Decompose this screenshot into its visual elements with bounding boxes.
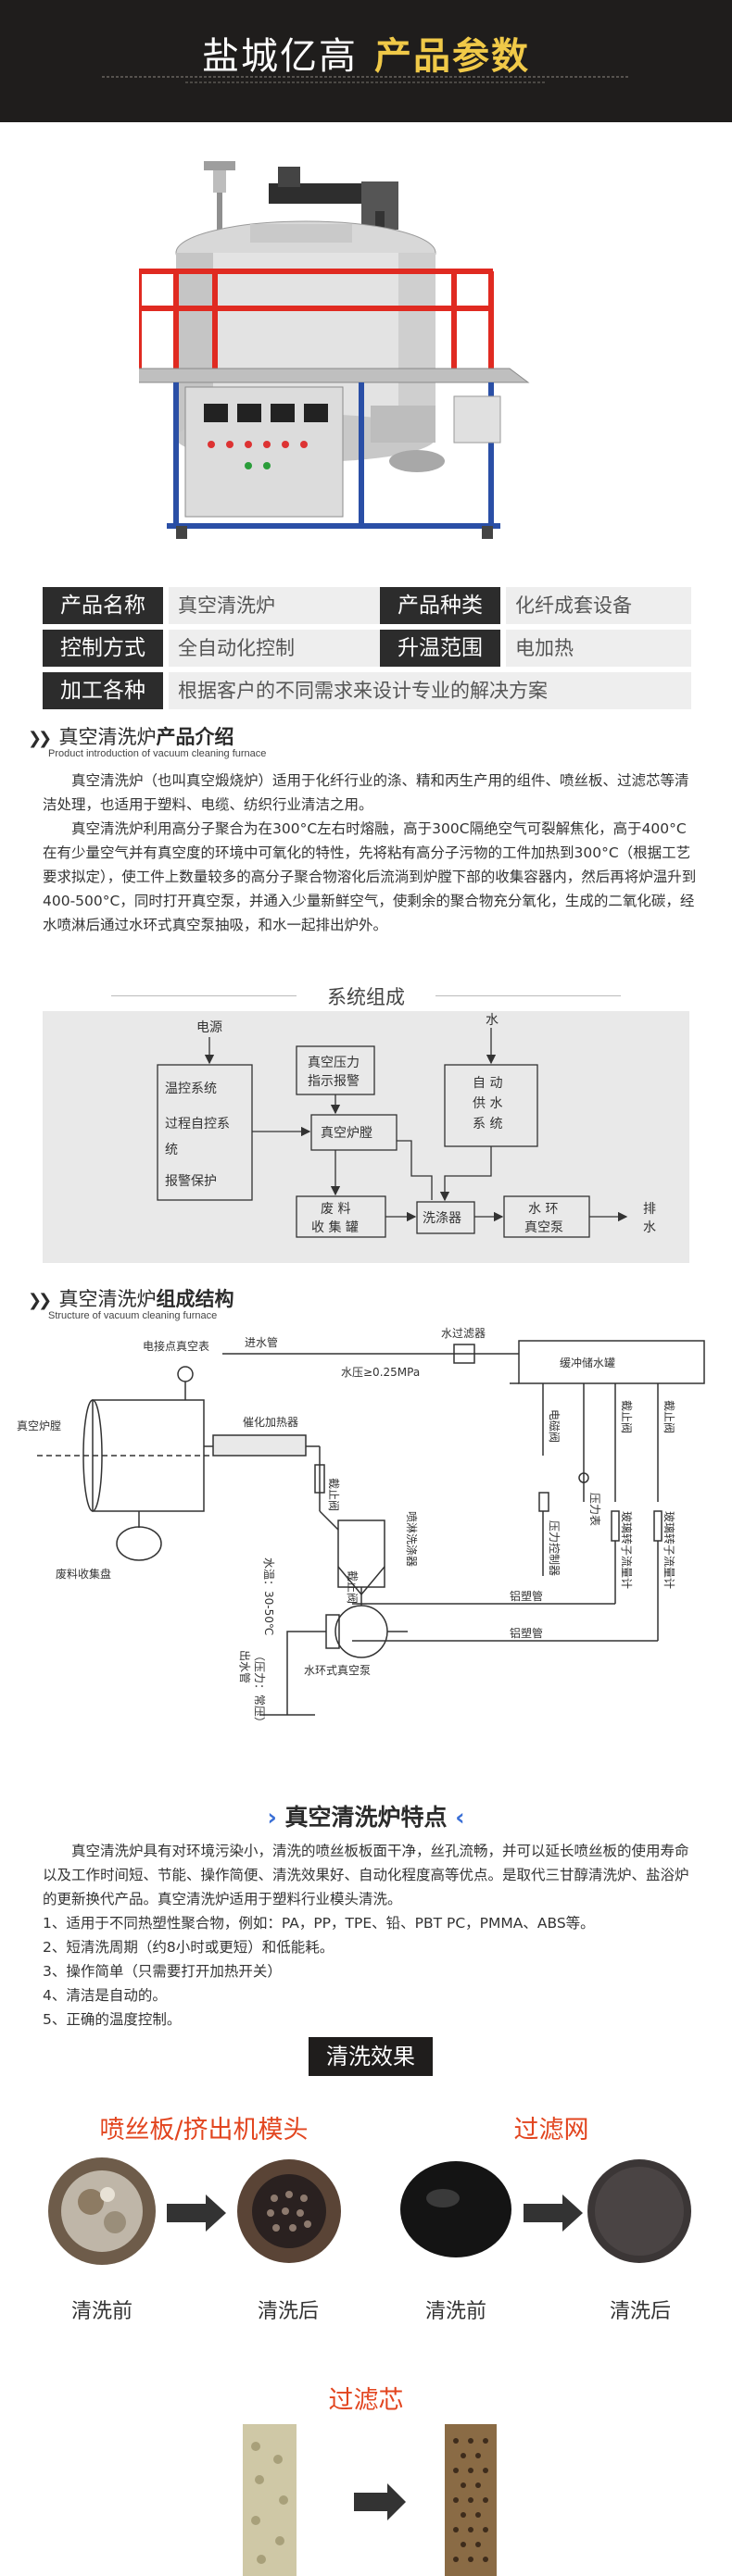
struct-label-pump: 水环式真空泵 — [304, 1664, 371, 1677]
intro-heading: ❯❯ 真空清洗炉产品介绍 — [28, 722, 233, 750]
struct-label-outlet2: （压力：常压） — [253, 1650, 266, 1728]
caption-after: 清洗后 — [257, 2300, 319, 2323]
effect-images-row1 — [48, 2157, 691, 2265]
brand-name: 盐城亿高 — [202, 35, 358, 78]
effect-group-filter-screen: 过滤网 — [513, 2116, 589, 2145]
double-chevron-icon: ❯❯ — [28, 729, 52, 748]
header-brand: 盐城亿高产品参数 — [0, 26, 732, 80]
struct-label-v3: 截止阀 — [620, 1400, 633, 1433]
struct-label-inlet: 进水管 — [245, 1335, 278, 1349]
sys-label-chamber: 真空炉膛 — [321, 1126, 372, 1141]
sys-label-pressure2: 指示报警 — [308, 1074, 360, 1089]
structure-heading: ❯❯ 真空清洗炉组成结构 — [28, 1284, 233, 1312]
struct-label-v4: 截止阀 — [663, 1400, 675, 1433]
struct-label-spray: 喷淋洗涤器 — [405, 1511, 418, 1567]
sys-label-ctrl3: 统 — [165, 1143, 178, 1157]
effect-images-row2 — [243, 2424, 497, 2576]
caption-after: 清洗后 — [609, 2300, 671, 2323]
spec-value: 真空清洗炉 — [169, 587, 387, 624]
spec-row: 加工各种 根据客户的不同需求来设计专业的解决方案 — [43, 672, 691, 709]
page-header: 盐城亿高产品参数 — [0, 0, 732, 122]
structure-diagram: 进水管 水过滤器 水压≥0.25MPa 缓冲储水罐 电接点真空表 催化加热器 真… — [17, 1327, 705, 1728]
double-chevron-icon: ❯❯ — [28, 1291, 52, 1310]
sys-label-pump1: 水 环 — [528, 1202, 558, 1217]
spec-row: 产品名称 真空清洗炉 产品种类 化纤成套设备 — [43, 587, 691, 624]
struct-label-outlet: 出水管 — [238, 1650, 252, 1683]
decor-line — [102, 76, 630, 78]
sys-label-ctrl2: 过程自控系 — [165, 1117, 230, 1132]
struct-label-pressure: 水压≥0.25MPa — [341, 1366, 420, 1379]
sys-label-auto3: 系 统 — [473, 1117, 502, 1132]
struct-label-gauge: 电接点真空表 — [143, 1339, 209, 1353]
struct-label-pipe1: 铝塑管 — [510, 1589, 543, 1603]
feature-item-3: 3、操作简单（只需要打开加热开关） — [43, 1963, 282, 1980]
features-heading: › 真空清洗炉特点 ‹ — [0, 1799, 732, 1832]
struct-label-temp: 水温：30-50℃ — [262, 1557, 275, 1635]
features-paragraph: 真空清洗炉具有对环境污染小，清洗的喷丝板板面干净，丝孔流畅，并可以延长喷丝板的使… — [43, 1843, 689, 1907]
struct-label-pmeter: 压力表 — [588, 1493, 601, 1526]
sys-label-waste1: 废 料 — [321, 1202, 350, 1217]
structure-subtitle: Structure of vacuum cleaning furnace — [48, 1310, 218, 1321]
chevron-right-icon: › — [267, 1804, 277, 1831]
sys-label-water: 水 — [486, 1013, 499, 1028]
sys-label-ctrl1: 温控系统 — [165, 1082, 217, 1096]
sys-label-power: 电源 — [196, 1020, 222, 1035]
struct-label-flow2: 玻璃转子流量计 — [663, 1511, 676, 1589]
spec-key: 升温范围 — [380, 630, 500, 667]
struct-label-tank: 缓冲储水罐 — [560, 1356, 615, 1369]
spec-key: 产品种类 — [380, 587, 500, 624]
structure-heading-a: 真空清洗炉 — [58, 1288, 157, 1310]
struct-label-waste: 废料收集盘 — [56, 1567, 111, 1581]
feature-item-5: 5、正确的温度控制。 — [43, 2011, 182, 2028]
system-diagram: 电源 温控系统 过程自控系 统 报警保护 真空压力 指示报警 真空炉膛 水 自 … — [157, 1013, 656, 1238]
spec-row: 控制方式 全自动化控制 升温范围 电加热 — [43, 630, 691, 667]
sys-label-auto1: 自 动 — [473, 1076, 502, 1091]
spec-key: 控制方式 — [43, 630, 163, 667]
system-diagram-panel — [43, 1011, 689, 1263]
sys-label-drain1: 排 — [643, 1202, 656, 1217]
caption-before: 清洗前 — [70, 2300, 133, 2323]
intro-heading-a: 真空清洗炉 — [58, 726, 157, 748]
effect-group-spinneret: 喷丝板/挤出机模头 — [99, 2116, 309, 2145]
spec-value: 根据客户的不同需求来设计专业的解决方案 — [169, 672, 691, 709]
struct-label-pipe2: 铝塑管 — [510, 1626, 543, 1640]
sys-label-waste2: 收 集 罐 — [311, 1219, 359, 1235]
caption-before: 清洗前 — [424, 2300, 486, 2323]
effect-heading: 清洗效果 — [309, 2037, 433, 2076]
sys-label-drain2: 水 — [643, 1220, 656, 1235]
sys-label-auto2: 供 水 — [473, 1096, 502, 1111]
spec-key: 产品名称 — [43, 587, 163, 624]
effect-group-filter-core: 过滤芯 — [328, 2386, 404, 2415]
decor-line — [185, 81, 547, 83]
sys-label-ctrl4: 报警保护 — [165, 1174, 217, 1189]
feature-item-4: 4、清洁是自动的。 — [43, 1987, 167, 2004]
spec-value: 化纤成套设备 — [506, 587, 691, 624]
intro-subtitle: Product introduction of vacuum cleaning … — [48, 748, 267, 759]
spec-key: 加工各种 — [43, 672, 163, 709]
features-heading-text: 真空清洗炉特点 — [284, 1804, 448, 1831]
sys-label-pump2: 真空泵 — [524, 1220, 563, 1235]
intro-paragraph-2: 真空清洗炉利用高分子聚合为在300°C左右时熔融，高于300C隔绝空气可裂解焦化… — [43, 820, 697, 933]
struct-label-solenoid: 电磁阀 — [548, 1409, 562, 1443]
intro-heading-b: 产品介绍 — [156, 726, 234, 748]
intro-paragraph-1: 真空清洗炉（也叫真空煅烧炉）适用于化纤行业的涤、精和丙生产用的组件、喷丝板、过滤… — [43, 772, 689, 813]
chevron-left-icon: ‹ — [455, 1804, 465, 1831]
system-title: 系统组成 — [0, 982, 732, 1010]
spec-value: 全自动化控制 — [169, 630, 387, 667]
struct-label-flow1: 玻璃转子流量计 — [620, 1511, 634, 1589]
feature-item-1: 1、适用于不同热塑性聚合物，例如：PA，PP，TPE、铅、PBT PC，PMMA… — [43, 1915, 595, 1932]
header-title: 产品参数 — [374, 35, 530, 78]
struct-label-valve2: 截止阀 — [346, 1570, 359, 1604]
sys-label-pressure1: 真空压力 — [308, 1056, 360, 1070]
spec-value: 电加热 — [506, 630, 691, 667]
struct-label-valve1: 截止阀 — [327, 1478, 340, 1511]
struct-label-heater: 催化加热器 — [243, 1416, 298, 1429]
struct-label-filter: 水过滤器 — [441, 1327, 486, 1340]
structure-heading-b: 组成结构 — [156, 1288, 234, 1310]
struct-label-furnace: 真空炉膛 — [17, 1419, 61, 1432]
vacuum-furnace-photo — [139, 161, 530, 539]
feature-item-2: 2、短清洗周期（约8小时或更短）和低能耗。 — [43, 1939, 334, 1956]
sys-label-washer: 洗涤器 — [423, 1211, 461, 1226]
struct-label-pctrl: 压力控制器 — [548, 1520, 561, 1576]
